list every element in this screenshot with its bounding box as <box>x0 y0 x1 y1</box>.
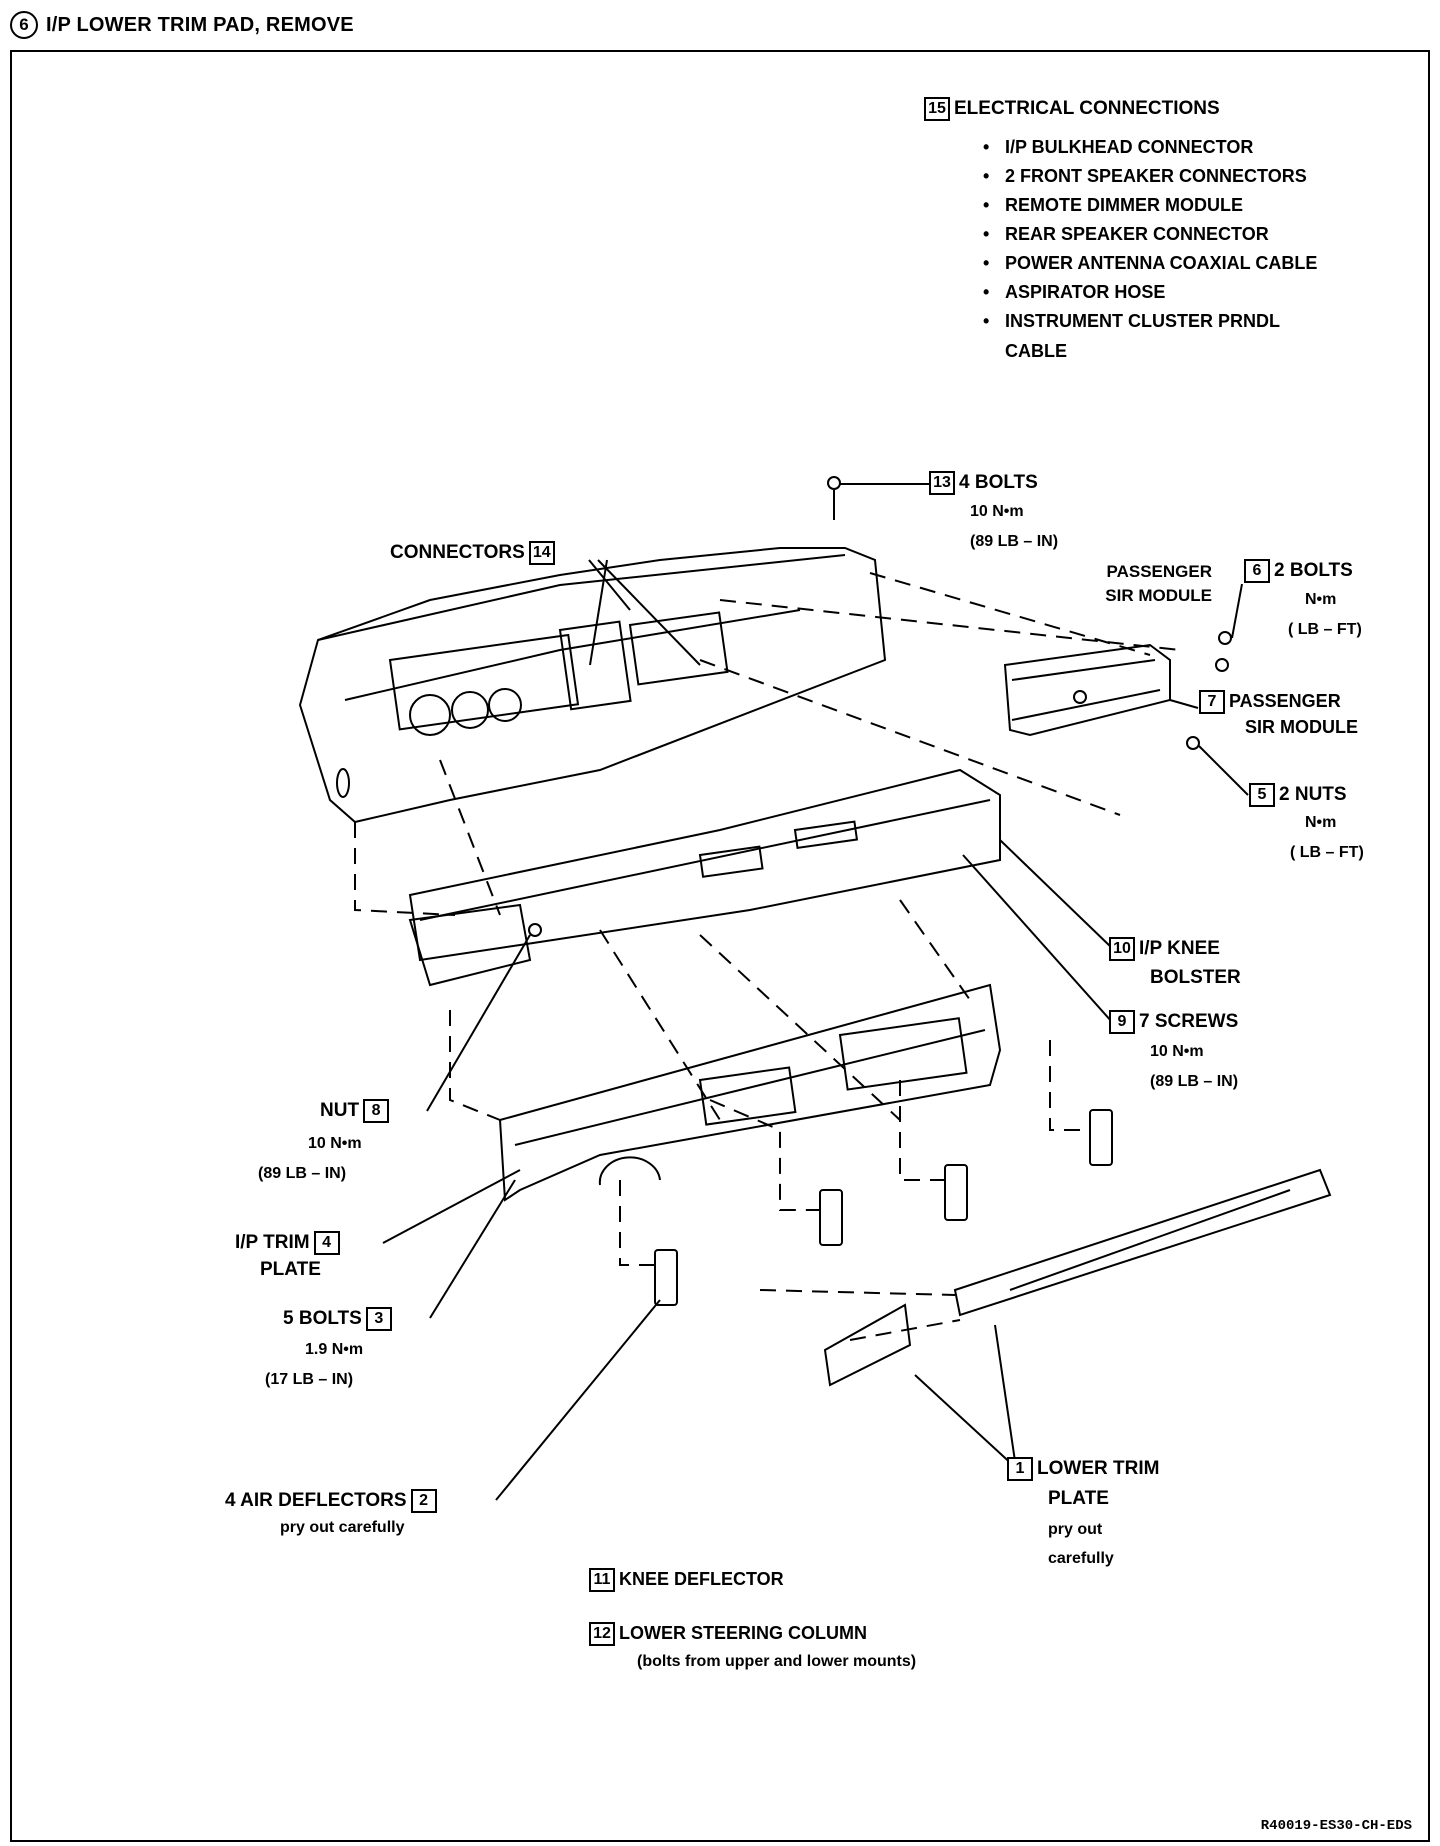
callout-9-torque-nm: 10 N•m <box>1150 1043 1204 1060</box>
callout-14-label: CONNECTORS <box>390 542 525 563</box>
callout-12-note: (bolts from upper and lower mounts) <box>637 1653 917 1670</box>
callout-4-number: 4 <box>313 1230 340 1255</box>
callout-11-label: KNEE DEFLECTOR <box>619 1569 784 1589</box>
callout-12-label: LOWER STEERING COLUMN <box>619 1623 867 1643</box>
callout-13-label: 4 BOLTS <box>959 472 1038 493</box>
air-deflector-2 <box>819 1189 843 1246</box>
callout-10-number: 10 <box>1109 936 1135 961</box>
callout-5-number: 5 <box>1249 782 1275 807</box>
callout-7-line1: PASSENGER <box>1229 691 1341 711</box>
callout-3-torque-lbin: (17 LB – IN) <box>265 1371 354 1388</box>
callout-1-number: 1 <box>1007 1456 1033 1481</box>
instrument-panel <box>298 547 887 824</box>
callout-8-torque-nm: 10 N•m <box>308 1135 362 1152</box>
callout-11-number: 11 <box>589 1568 615 1593</box>
c15-item-7: INSTRUMENT CLUSTER PRNDL <box>983 307 1280 336</box>
callout-4-line2: PLATE <box>260 1259 321 1280</box>
c15-item-6: ASPIRATOR HOSE <box>983 278 1165 307</box>
callout-3-torque-nm: 1.9 N•m <box>305 1341 364 1358</box>
callout-10-line2: BOLSTER <box>1150 967 1241 988</box>
callout-13-number: 13 <box>929 470 955 495</box>
page-title: I/P LOWER TRIM PAD, REMOVE <box>46 13 354 36</box>
callout-5-torque-lbft: ( LB – FT) <box>1290 844 1364 861</box>
callout-14-number: 14 <box>528 540 555 565</box>
callout-2-number: 2 <box>410 1488 437 1513</box>
knee-bolster <box>408 768 1001 962</box>
c15-item-5: POWER ANTENNA COAXIAL CABLE <box>983 249 1317 278</box>
callout-8-number: 8 <box>363 1098 390 1123</box>
reference-code: R40019-ES30-CH-EDS <box>1260 1818 1412 1834</box>
callout-8-label: NUT <box>320 1100 360 1121</box>
c15-item-1: I/P BULKHEAD CONNECTOR <box>983 133 1253 162</box>
callout-6-torque-nm: N•m <box>1305 591 1337 608</box>
callout-15-label: ELECTRICAL CONNECTIONS <box>954 98 1220 119</box>
passenger-sir-module <box>1003 643 1171 737</box>
callout-4-line1: I/P TRIM <box>235 1232 310 1253</box>
callout-3-label: 5 BOLTS <box>283 1308 362 1329</box>
diagram-frame <box>10 50 1430 1842</box>
callout-1-line2: PLATE <box>1048 1488 1109 1509</box>
c15-item-4: REAR SPEAKER CONNECTOR <box>983 220 1269 249</box>
callout-9-number: 9 <box>1109 1009 1135 1034</box>
callout-10-line1: I/P KNEE <box>1139 938 1220 959</box>
callout-1-note2: carefully <box>1048 1550 1114 1567</box>
callout-1-note1: pry out <box>1048 1521 1103 1538</box>
c15-item-2: 2 FRONT SPEAKER CONNECTORS <box>983 162 1307 191</box>
callout-9-label: 7 SCREWS <box>1139 1011 1239 1032</box>
callout-7-line2: SIR MODULE <box>1245 717 1359 737</box>
air-deflector-3 <box>944 1164 968 1221</box>
sir-module-text-line2: SIR MODULE <box>1105 586 1212 605</box>
callout-5-torque-nm: N•m <box>1305 814 1337 831</box>
air-deflector-1 <box>654 1249 678 1306</box>
step-number-badge: 6 <box>10 11 38 39</box>
sir-module-text: PASSENGER SIR MODULE <box>1060 560 1212 608</box>
callout-6-torque-lbft: ( LB – FT) <box>1288 621 1362 638</box>
knee-deflector <box>953 1168 1332 1317</box>
callout-3-number: 3 <box>365 1306 392 1331</box>
c15-item-3: REMOTE DIMMER MODULE <box>983 191 1243 220</box>
callout-2-label: 4 AIR DEFLECTORS <box>225 1490 407 1511</box>
callout-2-note: pry out carefully <box>280 1519 405 1536</box>
callout-7-number: 7 <box>1199 690 1225 715</box>
callout-15-number: 15 <box>924 96 950 121</box>
callout-13-torque-lbin: (89 LB – IN) <box>970 533 1059 550</box>
air-deflector-4 <box>1089 1109 1113 1166</box>
callout-13-torque-nm: 10 N•m <box>970 503 1024 520</box>
lower-trim-plate <box>823 1303 912 1387</box>
callout-6-label: 2 BOLTS <box>1274 560 1353 581</box>
c15-item-7-cont: CABLE <box>1005 341 1067 361</box>
header: 6 I/P LOWER TRIM PAD, REMOVE <box>10 8 354 42</box>
callout-1-line1: LOWER TRIM <box>1037 1458 1160 1479</box>
trim-plate <box>498 983 1002 1202</box>
callout-9-torque-lbin: (89 LB – IN) <box>1150 1073 1239 1090</box>
callout-6-number: 6 <box>1244 558 1270 583</box>
callout-5-label: 2 NUTS <box>1279 784 1347 805</box>
callout-8-torque-lbin: (89 LB – IN) <box>258 1165 347 1182</box>
callout-12-number: 12 <box>589 1622 615 1647</box>
sir-module-text-line1: PASSENGER <box>1106 562 1213 581</box>
